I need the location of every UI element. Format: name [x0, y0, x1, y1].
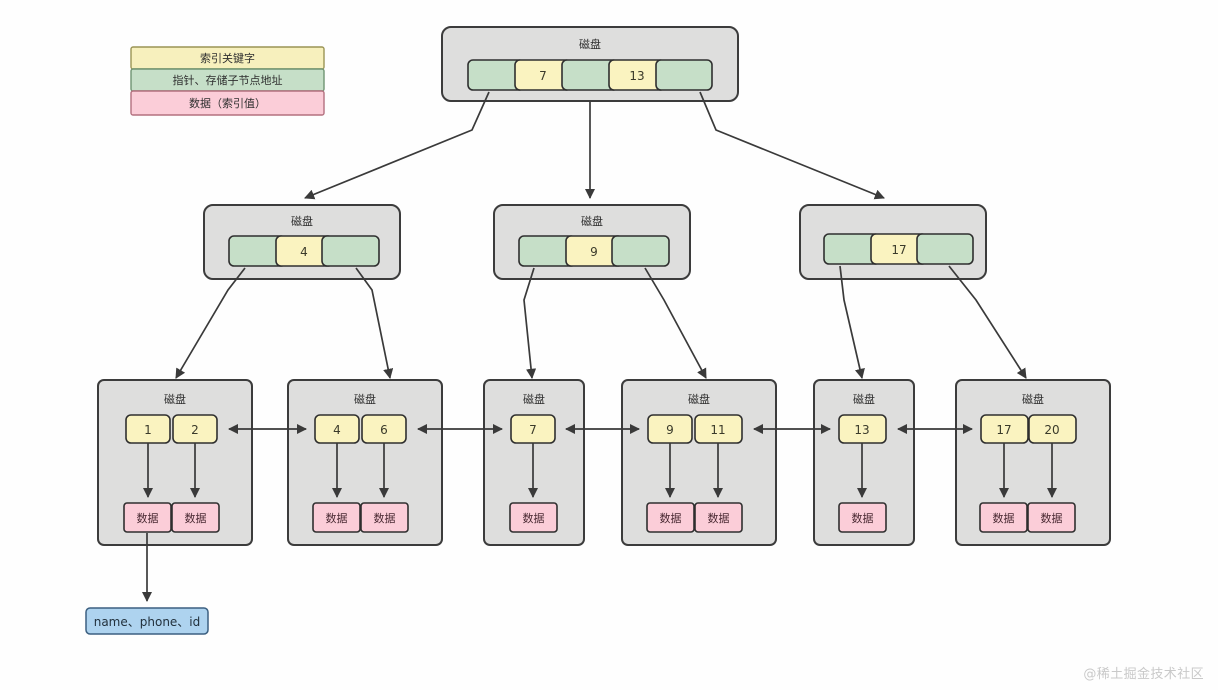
leaf-5-key-label-1: 20	[1044, 423, 1059, 437]
legend-label-index-key: 索引关键字	[200, 51, 255, 65]
leaf-node-1[interactable]: 磁盘 4 6 数据 数据	[287, 379, 443, 546]
internal-node-2[interactable]: 17	[799, 204, 987, 280]
internal-node-1-disk-label: 磁盘	[581, 214, 603, 228]
edge-root-to-internal-0	[304, 91, 490, 200]
edge-internal2-to-leaf4	[839, 265, 865, 379]
leaf-3-data-label-0: 数据	[660, 511, 682, 525]
internal-0-key-4-label: 4	[300, 245, 308, 259]
leaf-3-key-label-0: 9	[666, 423, 674, 437]
leaf-2-data-cell-0[interactable]	[509, 502, 558, 533]
leaf-1-disk-label: 磁盘	[354, 392, 376, 406]
leaf-2-key-label-0: 7	[529, 423, 537, 437]
leaf-2-data-label-0: 数据	[523, 511, 545, 525]
leaf-0-key-label-0: 1	[144, 423, 152, 437]
root-to-internal-edges	[304, 91, 885, 200]
watermark-text: @稀土掘金技术社区	[1083, 667, 1204, 682]
internal-0-cell-pointer-1[interactable]	[321, 235, 380, 267]
legend-label-data-value: 数据（索引值）	[189, 96, 266, 110]
leaf-2-disk-label: 磁盘	[523, 392, 545, 406]
leaf-0-data-label-1: 数据	[185, 511, 207, 525]
leaf-5-disk-label: 磁盘	[1022, 392, 1044, 406]
leaf-4-key-label-0: 13	[854, 423, 869, 437]
leaf-3-data-label-1: 数据	[708, 511, 730, 525]
leaf-0-data-cell-1[interactable]	[171, 502, 220, 533]
leaf-3-key-label-1: 11	[710, 423, 725, 437]
record-row-label: name、phone、id	[94, 615, 201, 629]
leaf-0-key-label-1: 2	[191, 423, 199, 437]
leaf-1-data-label-0: 数据	[326, 511, 348, 525]
leaf-node-3[interactable]: 磁盘 9 11 数据 数据	[621, 379, 777, 546]
internal-2-cell-pointer-1[interactable]	[916, 233, 974, 265]
internal-2-key-17-label: 17	[891, 243, 906, 257]
leaf-4-data-label-0: 数据	[852, 511, 874, 525]
leaf-5-data-cell-0[interactable]	[979, 502, 1028, 533]
leaf-3-disk-label: 磁盘	[688, 392, 710, 406]
internal-1-key-9-label: 9	[590, 245, 598, 259]
edge-internal0-to-leaf1	[355, 267, 394, 379]
leaf-5-data-label-0: 数据	[993, 511, 1015, 525]
legend: 索引关键字 指针、存储子节点地址 数据（索引值）	[130, 46, 325, 116]
internal-node-0[interactable]: 磁盘 4	[203, 204, 401, 280]
leaf-node-0[interactable]: 磁盘 1 2 数据 数据	[97, 379, 253, 546]
leaf-0-data-cell-0[interactable]	[123, 502, 172, 533]
leaf-1-key-label-0: 4	[333, 423, 341, 437]
internal-to-leaf-edges	[175, 265, 1027, 380]
leaf-1-data-cell-0[interactable]	[312, 502, 361, 533]
leaf-3-data-cell-0[interactable]	[646, 502, 695, 533]
record-row[interactable]: name、phone、id	[85, 607, 209, 635]
internal-1-cell-pointer-1[interactable]	[611, 235, 670, 267]
leaf-4-data-cell-0[interactable]	[838, 502, 887, 533]
leaf-1-data-cell-1[interactable]	[360, 502, 409, 533]
edge-internal0-to-leaf0	[175, 267, 246, 379]
legend-label-pointer: 指针、存储子节点地址	[173, 73, 283, 87]
root-key-7-label: 7	[539, 69, 547, 83]
leaf-node-2-box	[483, 379, 585, 546]
leaf-node-2[interactable]: 磁盘 7 数据	[483, 379, 585, 546]
legend-swatch-data-value	[130, 90, 325, 116]
leaf-0-disk-label: 磁盘	[164, 392, 186, 406]
leaf-4-disk-label: 磁盘	[853, 392, 875, 406]
edge-internal2-to-leaf5	[948, 265, 1027, 379]
leaf-5-key-label-0: 17	[996, 423, 1011, 437]
leaf-node-5[interactable]: 磁盘 17 20 数据 数据	[955, 379, 1111, 546]
leaf-3-data-cell-1[interactable]	[694, 502, 743, 533]
root-key-13-label: 13	[629, 69, 644, 83]
leaf-5-data-label-1: 数据	[1041, 511, 1063, 525]
internal-node-1[interactable]: 磁盘 9	[493, 204, 691, 280]
root-cell-pointer-2[interactable]	[655, 59, 713, 91]
leaf-5-data-cell-1[interactable]	[1027, 502, 1076, 533]
leaf-1-data-label-1: 数据	[374, 511, 396, 525]
edge-internal1-to-leaf2	[523, 267, 537, 380]
leaf-node-4[interactable]: 磁盘 13 数据	[813, 379, 915, 546]
internal-node-0-disk-label: 磁盘	[291, 214, 313, 228]
edge-internal1-to-leaf3	[644, 267, 707, 379]
edge-root-to-internal-2	[699, 91, 885, 200]
record-row-box	[85, 607, 209, 635]
leaf-1-key-label-1: 6	[380, 423, 388, 437]
root-node[interactable]: 磁盘 7 13	[441, 26, 739, 102]
leaf-0-data-label-0: 数据	[137, 511, 159, 525]
root-disk-label: 磁盘	[579, 37, 601, 51]
